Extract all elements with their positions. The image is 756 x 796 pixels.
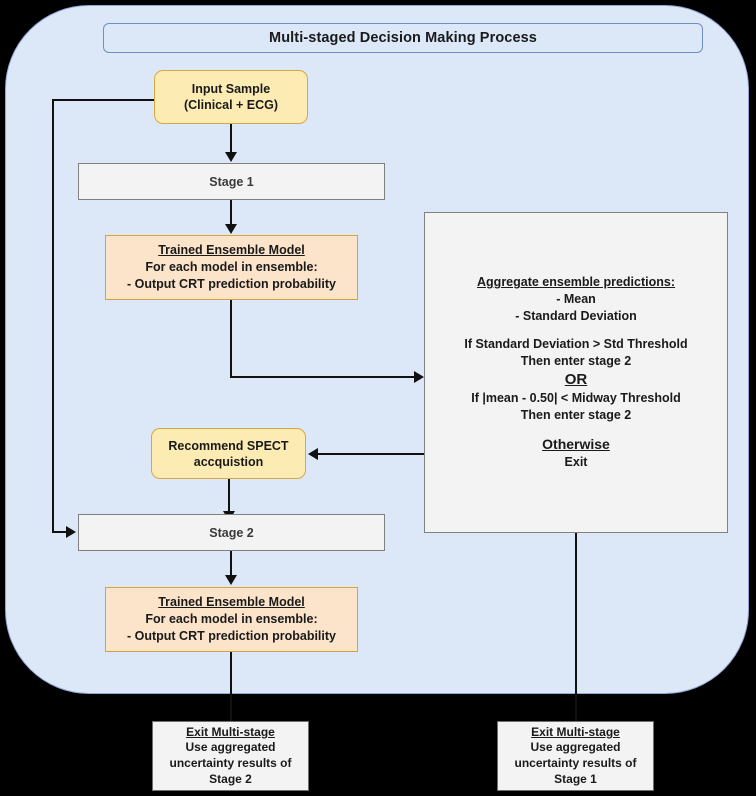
exit-stage2-line1: Use aggregated [185,740,276,755]
spect-line2: accquistion [193,454,264,469]
diagram-title-bar: Multi-staged Decision Making Process [103,23,703,53]
arrowhead-stage1-to-ensemble1 [225,224,237,234]
exit-stage1-line2: uncertainty results of [514,756,637,770]
decision-line6: Then enter stage 2 [520,407,632,422]
decision-line2: - Standard Deviation [515,309,637,324]
connector-ensemble1-down [230,300,232,378]
node-exit-stage1[interactable]: Exit Multi-stage Use aggregated uncertai… [497,721,654,791]
ensemble1-heading: Trained Ensemble Model [158,242,305,257]
connector-spect-to-stage2 [228,479,230,513]
node-input-sample[interactable]: Input Sample (Clinical + ECG) [154,70,308,124]
connector-loop-left [52,99,54,533]
node-ensemble-model-stage2[interactable]: Trained Ensemble Model For each model in… [105,587,358,652]
stage1-label: Stage 1 [209,174,254,189]
exit-stage2-line3: Stage 2 [209,771,252,786]
stage2-label: Stage 2 [209,525,254,540]
connector-loop-bottom [52,531,68,533]
ensemble1-line2: - Output CRT prediction probability [126,277,336,292]
arrowhead-stage2-to-ensemble2 [225,575,237,585]
decision-heading: Aggregate ensemble predictions: [477,275,675,290]
exit-stage2-line2: uncertainty results of [169,756,292,770]
connector-input-to-stage1 [230,124,232,154]
connector-decision-to-spect [318,453,424,455]
exit-stage2-heading: Exit Multi-stage [186,724,275,739]
connector-stage1-to-ensemble1 [230,200,232,225]
arrowhead-to-decision-panel [414,371,424,383]
ensemble2-line1: For each model in ensemble: [145,611,318,626]
connector-ensemble2-to-exit [230,652,232,721]
decision-line3: If Standard Deviation > Std Threshold [464,337,688,352]
ensemble1-line1: For each model in ensemble: [145,259,318,274]
node-decision-panel[interactable]: Aggregate ensemble predictions: - Mean -… [424,212,728,533]
input-sample-line2: (Clinical + ECG) [183,98,279,112]
ensemble2-line2: - Output CRT prediction probability [126,629,336,644]
connector-decision-to-exit [575,533,577,721]
arrowhead-input-to-stage1 [225,152,237,162]
decision-line1: - Mean [556,292,596,307]
node-recommend-spect[interactable]: Recommend SPECT accquistion [151,428,306,479]
node-exit-stage2[interactable]: Exit Multi-stage Use aggregated uncertai… [152,721,309,791]
spect-line1: Recommend SPECT [168,438,289,453]
decision-or: OR [564,370,588,388]
connector-ensemble1-right [230,376,416,378]
exit-stage1-line1: Use aggregated [530,740,621,755]
connector-loop-top [52,99,154,101]
exit-stage1-heading: Exit Multi-stage [531,724,620,739]
node-ensemble-model-stage1[interactable]: Trained Ensemble Model For each model in… [105,235,358,300]
arrowhead-to-spect [308,448,318,460]
exit-stage1-line3: Stage 1 [554,771,597,786]
input-sample-line1: Input Sample [191,82,271,96]
connector-stage2-to-ensemble2 [230,551,232,576]
arrowhead-loop-to-stage2 [66,526,76,538]
node-stage1[interactable]: Stage 1 [78,163,385,200]
decision-line4: Then enter stage 2 [520,353,632,368]
page-title: Multi-staged Decision Making Process [269,30,537,46]
decision-line5: If |mean - 0.50| < Midway Threshold [471,391,681,406]
decision-exit: Exit [564,454,588,469]
decision-otherwise: Otherwise [542,435,610,452]
ensemble2-heading: Trained Ensemble Model [158,594,305,609]
node-stage2[interactable]: Stage 2 [78,514,385,551]
